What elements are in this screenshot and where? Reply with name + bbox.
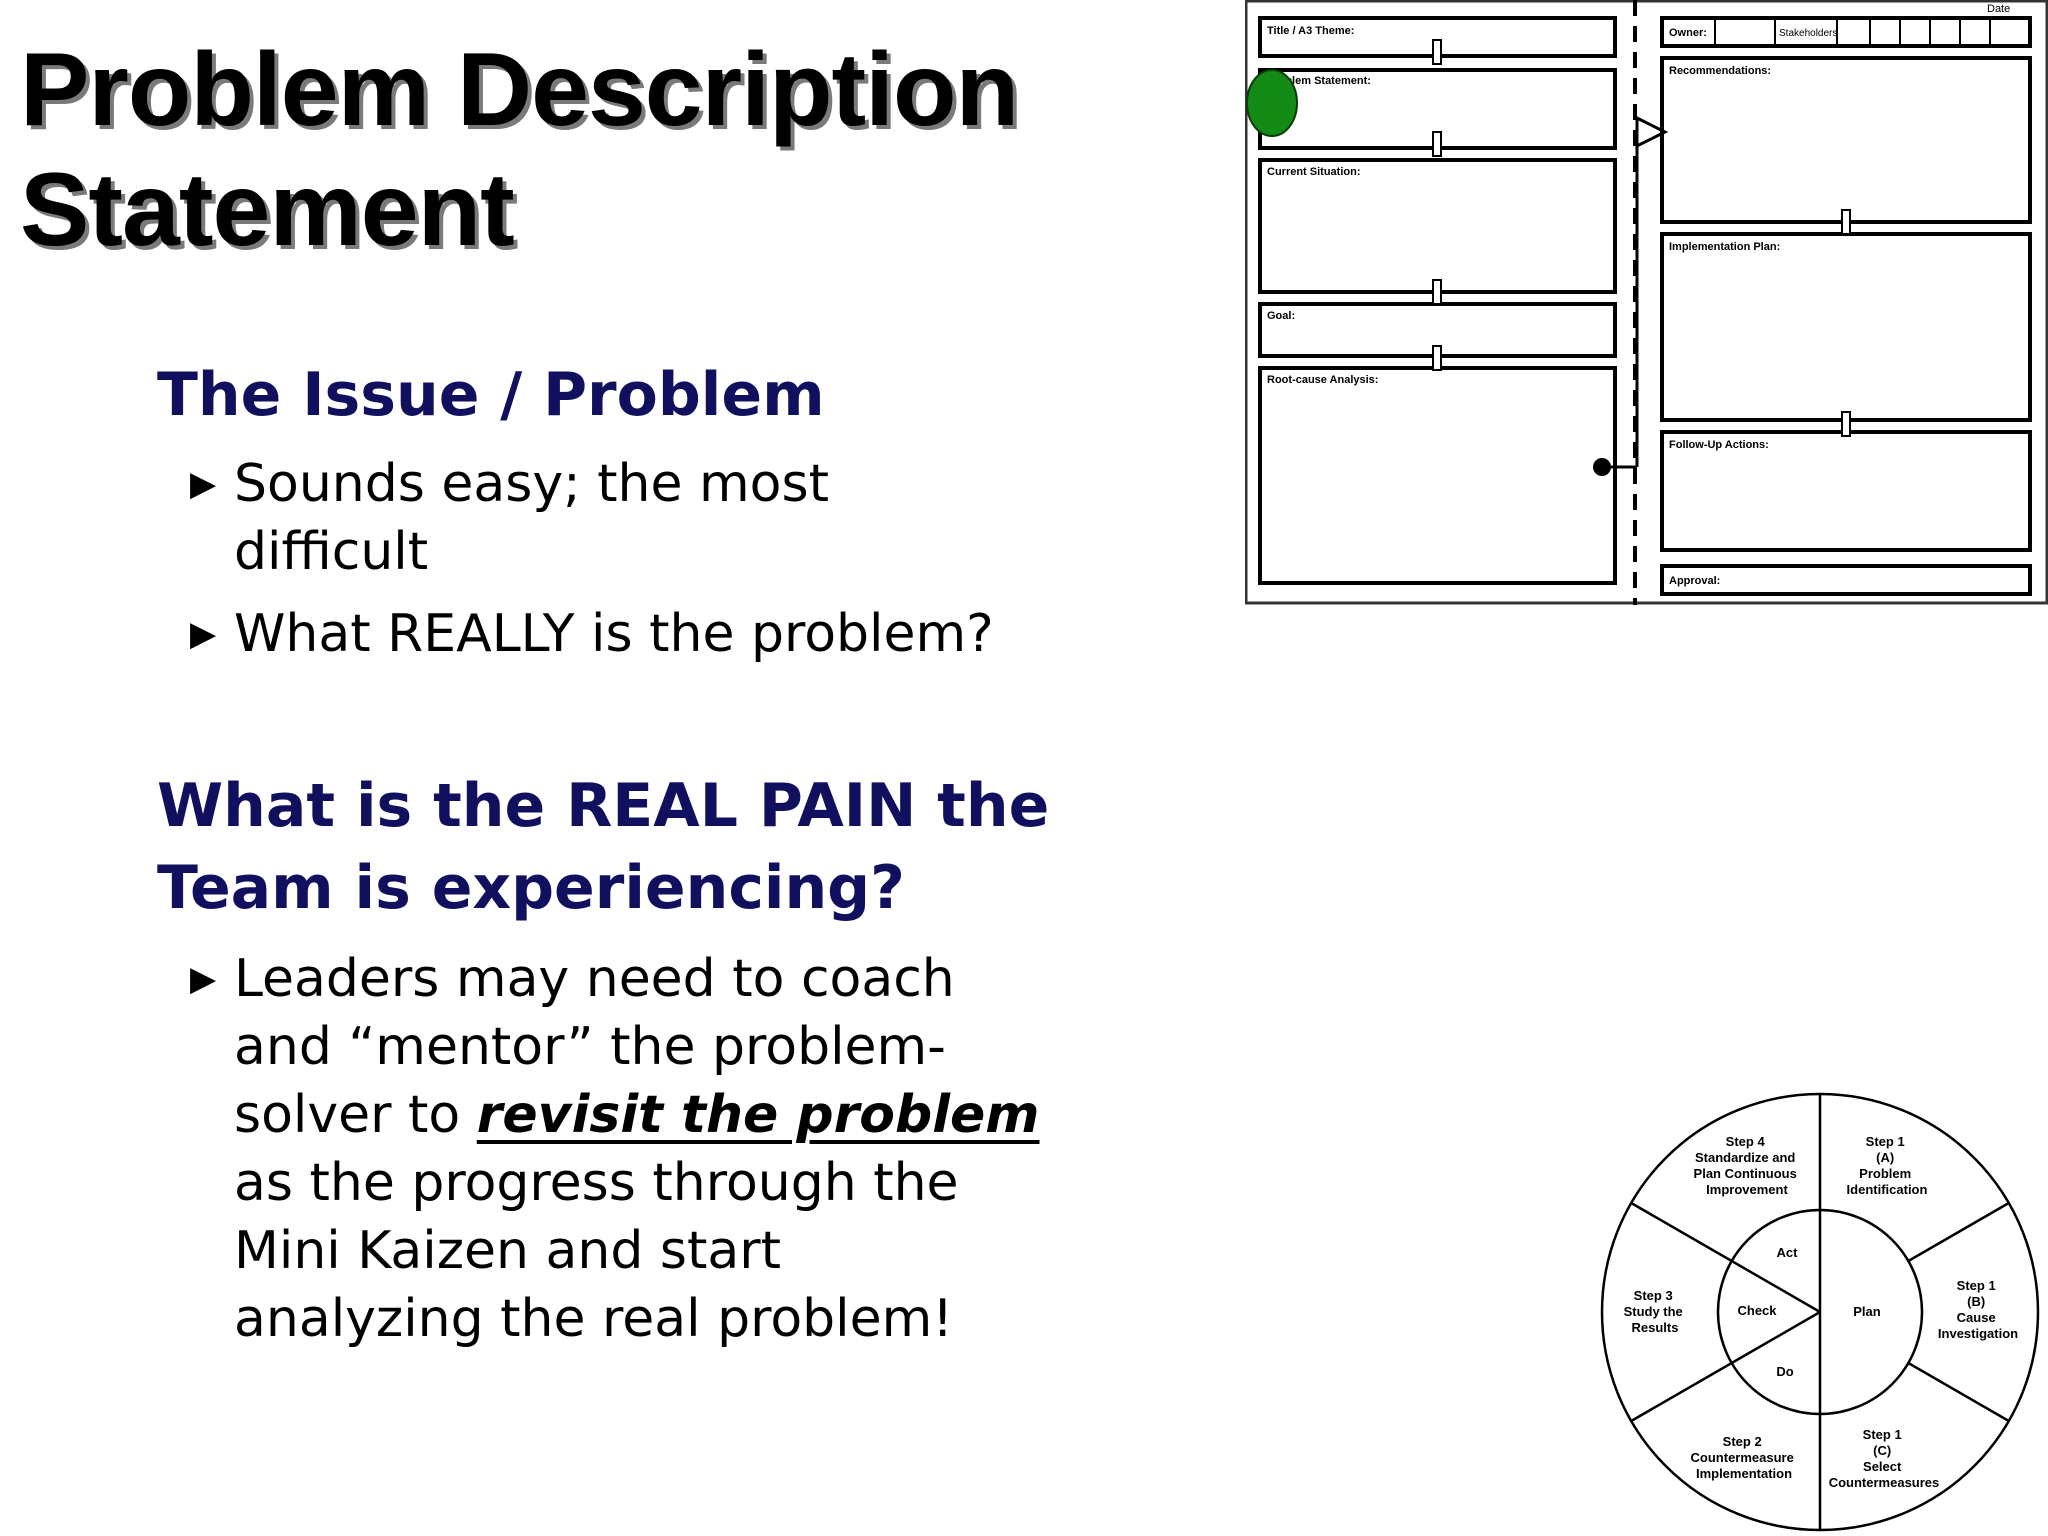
heading-real-pain: What is the REAL PAIN the Team is experi… bbox=[157, 765, 1049, 929]
a3-owner-field: Stakeholders bbox=[1779, 28, 1837, 39]
a3-label: Follow-Up Actions: bbox=[1669, 439, 1769, 451]
pdca-act-label: Act bbox=[1777, 1245, 1799, 1260]
pdca-do-label: Do bbox=[1776, 1364, 1793, 1379]
a3-date-label: Date bbox=[1987, 3, 2010, 15]
pdca-plan-label: Plan bbox=[1853, 1304, 1881, 1319]
slide-title: Problem Description Statement bbox=[20, 30, 1019, 270]
heading-real-pain-line-1: What is the REAL PAIN the bbox=[157, 771, 1050, 841]
slide-title-line-2: Statement bbox=[20, 152, 515, 268]
heading-issue-problem: The Issue / Problem bbox=[157, 360, 825, 430]
pdca-step-label: Step 1 (C) Select Countermeasures bbox=[1829, 1427, 1940, 1490]
pdca-step-label: Step 4 Standardize and Plan Continuous I… bbox=[1694, 1134, 1801, 1197]
a3-label: Implementation Plan: bbox=[1669, 241, 1780, 253]
a3-label: Owner: bbox=[1669, 27, 1707, 39]
a3-label: Current Situation: bbox=[1267, 166, 1361, 178]
a3-label: Root-cause Analysis: bbox=[1267, 374, 1378, 386]
bullet-line: as the progress through the bbox=[234, 1153, 959, 1213]
bullet-what-really: ▶ What REALLY is the problem? bbox=[190, 600, 994, 668]
bullet-line: analyzing the real problem! bbox=[234, 1289, 954, 1349]
bullet-arrow-icon: ▶ bbox=[190, 959, 217, 999]
bullet-line: Sounds easy; the most bbox=[234, 454, 829, 514]
pdca-step-label: Step 2 Countermeasure Implementation bbox=[1691, 1434, 1798, 1481]
bullet-line: solver to revisit the problem bbox=[234, 1081, 1039, 1149]
bullet-line-part: solver to bbox=[234, 1085, 477, 1145]
bullet-line: and “mentor” the problem- bbox=[234, 1017, 946, 1077]
pdca-step-label: Step 3 Study the Results bbox=[1624, 1288, 1687, 1335]
bullet-arrow-icon: ▶ bbox=[190, 614, 217, 654]
bullet-sounds-easy: ▶ Sounds easy; the most difficult bbox=[190, 450, 829, 586]
bullet-line: Mini Kaizen and start bbox=[234, 1221, 781, 1281]
bullet-line: What REALLY is the problem? bbox=[234, 604, 994, 664]
pdca-check-label: Check bbox=[1737, 1303, 1777, 1318]
pdca-step-label: Step 1 (A) Problem Identification bbox=[1847, 1134, 1928, 1197]
bullet-line: Leaders may need to coach bbox=[234, 949, 955, 1009]
bullet-arrow-icon: ▶ bbox=[190, 464, 217, 504]
bullet-leaders-coach: ▶ Leaders may need to coach and “mentor”… bbox=[190, 945, 1039, 1353]
a3-label: Goal: bbox=[1267, 310, 1295, 322]
slide-title-line-1: Problem Description bbox=[20, 32, 1019, 148]
a3-label: Recommendations: bbox=[1669, 65, 1771, 77]
bullet-line: difficult bbox=[234, 522, 429, 582]
emphasis-revisit-problem: revisit the problem bbox=[476, 1085, 1040, 1145]
pdca-wheel-diagram: Step 4 Standardize and Plan Continuous I… bbox=[1600, 1092, 2040, 1532]
a3-label: Title / A3 Theme: bbox=[1267, 25, 1354, 37]
a3-label: Approval: bbox=[1669, 575, 1720, 587]
pdca-step-label: Step 1 (B) Cause Investigation bbox=[1938, 1278, 2018, 1341]
heading-real-pain-line-2: Team is experiencing? bbox=[157, 853, 905, 923]
a3-report-form-image: Title / A3 Theme: Problem Statement: Cur… bbox=[1245, 0, 2048, 605]
green-marker-icon bbox=[1246, 69, 1298, 137]
